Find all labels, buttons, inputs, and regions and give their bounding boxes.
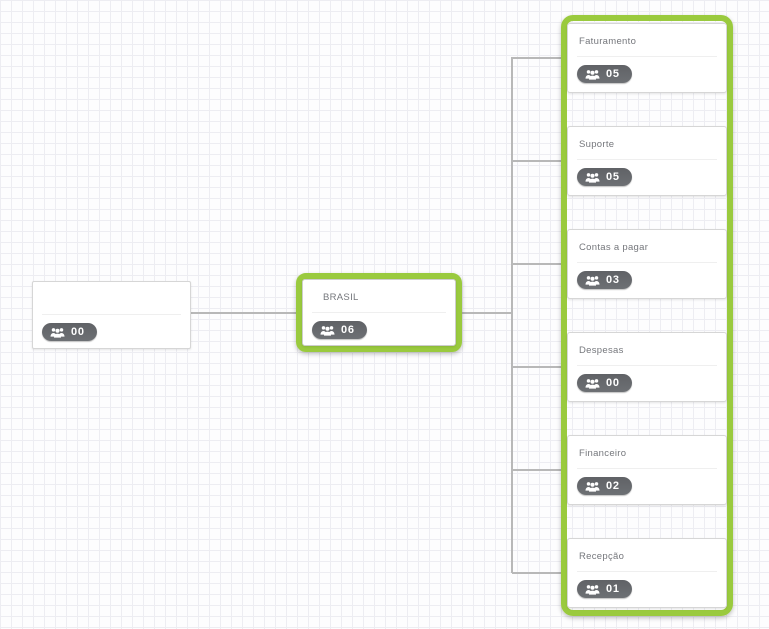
members-count-badge[interactable]: 00 [577, 374, 632, 392]
members-count: 01 [606, 583, 620, 595]
connector-trunk [511, 57, 513, 573]
users-icon [585, 584, 600, 595]
members-count: 05 [606, 171, 620, 183]
connector-branch-suporte [512, 160, 561, 162]
selection-frame-children-group: Faturamento 05 Suporte [561, 15, 733, 616]
users-icon [585, 481, 600, 492]
card-divider [577, 56, 717, 57]
org-node-suporte[interactable]: Suporte 05 [567, 126, 727, 196]
node-label [33, 282, 190, 305]
connector-root-to-brasil [191, 312, 297, 314]
card-divider [577, 365, 717, 366]
connector-brasil-to-trunk [462, 312, 512, 314]
members-count-badge[interactable]: 01 [577, 580, 632, 598]
members-count: 05 [606, 68, 620, 80]
node-label: Despesas [579, 345, 624, 356]
card-divider [42, 314, 181, 315]
users-icon [585, 172, 600, 183]
members-count: 02 [606, 480, 620, 492]
node-label: Financeiro [579, 448, 627, 459]
card-divider [312, 312, 446, 313]
org-node-brasil[interactable]: BRASIL 06 [302, 279, 456, 346]
users-icon [585, 69, 600, 80]
users-icon [50, 327, 65, 338]
users-icon [320, 325, 335, 336]
card-divider [577, 468, 717, 469]
node-label: Faturamento [579, 36, 637, 47]
selection-frame-brasil: BRASIL 06 [296, 273, 462, 352]
members-count-badge[interactable]: 03 [577, 271, 632, 289]
members-count-badge[interactable]: 00 [42, 323, 97, 341]
node-label: Contas a pagar [579, 242, 649, 253]
org-node-financeiro[interactable]: Financeiro 02 [567, 435, 727, 505]
org-node-despesas[interactable]: Despesas 00 [567, 332, 727, 402]
users-icon [585, 275, 600, 286]
org-node-root[interactable]: 00 [32, 281, 191, 349]
users-icon [585, 378, 600, 389]
members-count: 03 [606, 274, 620, 286]
connector-branch-financeiro [512, 469, 561, 471]
members-count: 06 [341, 324, 355, 336]
card-divider [577, 262, 717, 263]
members-count-badge[interactable]: 06 [312, 321, 367, 339]
members-count-badge[interactable]: 02 [577, 477, 632, 495]
members-count-badge[interactable]: 05 [577, 168, 632, 186]
node-label: BRASIL [323, 292, 359, 303]
members-count-badge[interactable]: 05 [577, 65, 632, 83]
connector-branch-despesas [512, 366, 561, 368]
connector-branch-faturamento [512, 57, 561, 59]
connector-branch-contas-a-pagar [512, 263, 561, 265]
org-node-recepcao[interactable]: Recepção 01 [567, 538, 727, 608]
members-count: 00 [606, 377, 620, 389]
org-node-contas-a-pagar[interactable]: Contas a pagar 03 [567, 229, 727, 299]
org-node-faturamento[interactable]: Faturamento 05 [567, 23, 727, 93]
node-label: Suporte [579, 139, 615, 150]
connector-branch-recepcao [512, 572, 561, 574]
node-label: Recepção [579, 551, 625, 562]
card-divider [577, 571, 717, 572]
card-divider [577, 159, 717, 160]
members-count: 00 [71, 326, 85, 338]
